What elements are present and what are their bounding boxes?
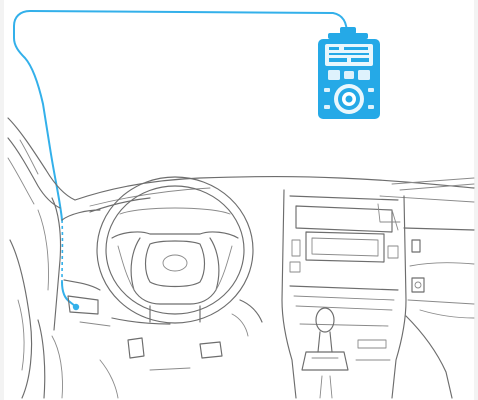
usb-power-cable [14,11,347,310]
dash-camera-icon [318,27,380,119]
gear-shifter-icon [302,308,348,398]
car-interior-illustration [8,118,474,398]
cable-route-headliner [14,11,347,220]
infotainment-screen [306,232,384,262]
a-pillar [8,118,75,200]
center-console [282,190,406,398]
cable-plug-icon [73,304,79,310]
